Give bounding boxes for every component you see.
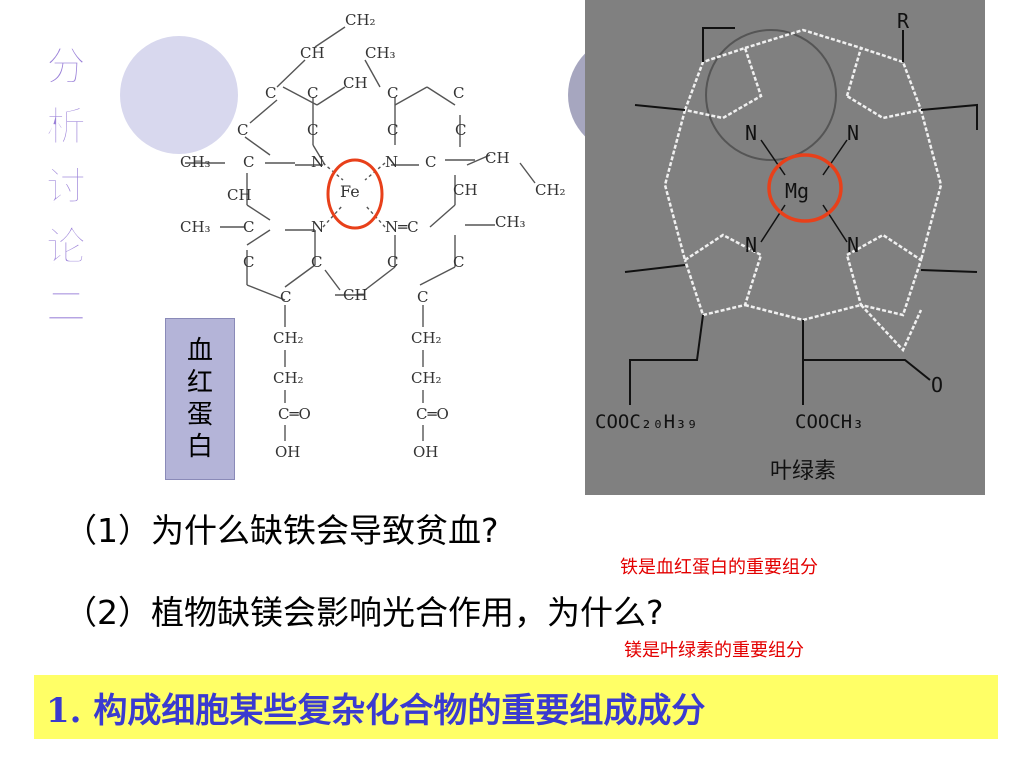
heme-structure-diagram: CH₂ CH CH₃ C C CH C C C C C C CH₃ C N N … <box>165 5 585 485</box>
heme-label-box: 血 红 蛋 白 <box>165 318 235 480</box>
summary-banner: 1. 构成细胞某些复杂化合物的重要组成成分 <box>34 675 998 739</box>
chl-ester-methyl: COOCH₃ <box>795 411 864 433</box>
heme-atom-n-2: N <box>385 153 398 171</box>
heme-atom-c-13: C <box>311 253 322 271</box>
heme-atom-ch2-b1: CH₂ <box>411 329 442 347</box>
heme-atom-c-14: C <box>387 253 398 271</box>
heme-atom-ch2-right: CH₂ <box>535 181 566 199</box>
chl-atom-r: R <box>897 9 910 33</box>
side-title-char-2: 析 <box>46 104 86 150</box>
side-title-char-5: 二 <box>46 284 86 330</box>
heme-atom-c-10: C <box>425 153 436 171</box>
heme-atom-ch-3: CH <box>227 186 252 204</box>
chl-ester-phytyl: COOC₂₀H₃₉ <box>595 411 698 433</box>
mg-highlight-circle <box>767 153 843 223</box>
heme-atom-ch3-top: CH₃ <box>365 44 396 62</box>
heme-atom-c-1: C <box>265 84 276 102</box>
heme-atom-ch-1: CH <box>343 74 368 92</box>
answer-2: 镁是叶绿素的重要组分 <box>624 640 804 661</box>
side-title-char-3: 讨 <box>46 164 86 210</box>
heme-atom-ch2-top: CH₂ <box>345 11 376 29</box>
question-1: （1）为什么缺铁会导致贫血? <box>64 511 499 550</box>
heme-label-char-4: 白 <box>186 432 213 462</box>
heme-atom-c-15: C <box>453 253 464 271</box>
chl-atom-n-1: N <box>745 121 757 145</box>
chl-atom-n-3: N <box>745 233 757 257</box>
heme-atom-ch-top: CH <box>300 44 325 62</box>
heme-atom-c-9: C <box>243 153 254 171</box>
heme-atom-ch3-right: CH₃ <box>495 213 526 231</box>
heme-atom-neq: N═C <box>385 218 419 236</box>
answer-1: 铁是血红蛋白的重要组分 <box>620 557 818 578</box>
heme-atom-c-8: C <box>455 121 466 139</box>
heme-atom-c-4: C <box>453 84 464 102</box>
heme-atom-ch-4: CH <box>453 181 478 199</box>
heme-atom-ch2-a1: CH₂ <box>273 329 304 347</box>
heme-atom-n-3: N <box>311 218 324 236</box>
heme-atom-ch2-a2: CH₂ <box>273 369 304 387</box>
heme-atom-oh-b: OH <box>413 443 438 461</box>
summary-text: 1. 构成细胞某些复杂化合物的重要组成成分 <box>46 690 706 731</box>
heme-atom-c-5: C <box>237 121 248 139</box>
heme-label-char-2: 红 <box>186 368 213 398</box>
heme-atom-c-17: C <box>417 288 428 306</box>
heme-atom-c-6: C <box>307 121 318 139</box>
heme-atom-ch2-b2: CH₂ <box>411 369 442 387</box>
side-title-char-1: 分 <box>46 44 86 90</box>
heme-atom-c-11: C <box>243 218 254 236</box>
heme-atom-fe: Fe <box>340 182 360 201</box>
chl-atom-n-2: N <box>847 121 859 145</box>
heme-label-char-1: 血 <box>186 336 213 366</box>
heme-atom-c-16: C <box>280 288 291 306</box>
heme-label-char-3: 蛋 <box>186 400 213 430</box>
heme-atom-c-2: C <box>307 84 318 102</box>
side-title: 分 析 讨 论 二 <box>38 30 94 331</box>
chlorophyll-label: 叶绿素 <box>770 459 836 484</box>
heme-atom-ch3-left2: CH₃ <box>180 218 211 236</box>
heme-atom-co-b: C═O <box>416 405 449 423</box>
heme-atom-c-7: C <box>387 121 398 139</box>
question-2: （2）植物缺镁会影响光合作用，为什么? <box>64 593 664 632</box>
chl-atom-n-4: N <box>847 233 859 257</box>
heme-atom-ch-5: CH <box>343 286 368 304</box>
chl-outline-circle <box>705 29 837 161</box>
heme-atom-ch3-left: CH₃ <box>180 153 211 171</box>
heme-atom-n-1: N <box>311 153 324 171</box>
chl-atom-mg: Mg <box>785 179 809 203</box>
decor-circle-left <box>120 36 238 154</box>
heme-atom-c-3: C <box>387 84 398 102</box>
fe-highlight-circle <box>326 158 384 230</box>
heme-atom-co-a: C═O <box>278 405 311 423</box>
heme-atom-oh-a: OH <box>275 443 300 461</box>
heme-atom-c-12: C <box>243 253 254 271</box>
chl-atom-o: O <box>931 373 943 397</box>
side-title-char-4: 论 <box>46 224 87 270</box>
chlorophyll-structure-diagram: R N N N N Mg O COOC₂₀H₃₉ COOCH₃ 叶绿素 <box>585 0 985 495</box>
heme-atom-ch-2: CH <box>485 149 510 167</box>
